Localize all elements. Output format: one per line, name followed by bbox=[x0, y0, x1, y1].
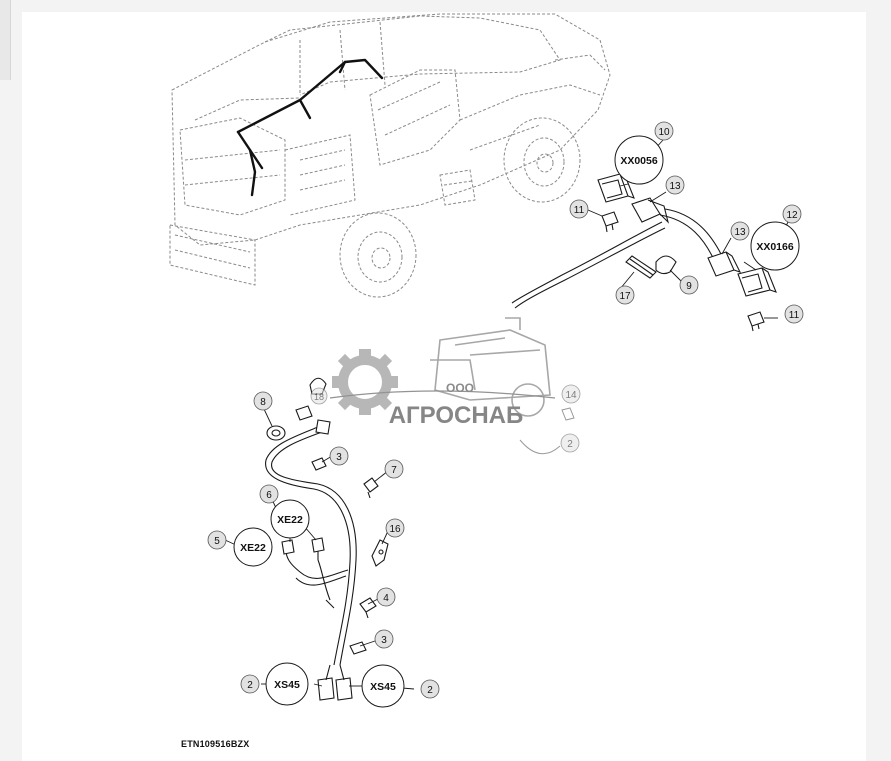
badge-2-ghost: 2 bbox=[560, 433, 580, 453]
callout-xx0056-code: XX0056 bbox=[620, 155, 658, 167]
combine-harness-route bbox=[236, 58, 384, 197]
svg-text:5: 5 bbox=[214, 536, 220, 547]
ghost-parts bbox=[519, 407, 575, 455]
svg-text:10: 10 bbox=[658, 127, 670, 138]
svg-text:9: 9 bbox=[686, 281, 692, 292]
svg-text:14: 14 bbox=[565, 390, 577, 401]
figure-id: ETN109516BZX bbox=[181, 739, 250, 749]
right-harness-assembly bbox=[511, 173, 777, 332]
badge-2-left: 2 bbox=[240, 674, 260, 694]
front-wheel bbox=[339, 212, 417, 298]
svg-text:2: 2 bbox=[427, 685, 433, 696]
callout-xe22-b: XE22 bbox=[233, 527, 273, 567]
badge-10: 10 bbox=[654, 121, 674, 141]
badge-13-upper: 13 bbox=[665, 175, 685, 195]
badge-18: 18 bbox=[310, 387, 328, 405]
svg-text:3: 3 bbox=[381, 635, 387, 646]
callout-xx0166: XX0166 bbox=[750, 221, 800, 271]
window-edge-strip bbox=[0, 0, 11, 80]
svg-text:8: 8 bbox=[260, 397, 266, 408]
svg-text:3: 3 bbox=[336, 452, 342, 463]
svg-text:6: 6 bbox=[266, 490, 272, 501]
callout-xs45-b: XS45 bbox=[361, 664, 405, 708]
badge-12: 12 bbox=[782, 204, 802, 224]
badge-3-lower: 3 bbox=[374, 629, 394, 649]
badge-17: 17 bbox=[615, 285, 635, 305]
svg-text:11: 11 bbox=[789, 310, 800, 321]
callout-xs45-b-code: XS45 bbox=[370, 681, 396, 693]
callout-xs45-a-code: XS45 bbox=[274, 679, 300, 691]
badge-11-upper: 11 bbox=[569, 199, 589, 219]
badge-7: 7 bbox=[384, 459, 404, 479]
badge-6: 6 bbox=[259, 484, 279, 504]
part-number-badges: 10 12 6 5 2 2 13 13 11 11 9 17 8 3 7 bbox=[207, 121, 804, 699]
callout-xx0056: XX0056 bbox=[614, 135, 664, 185]
svg-text:2: 2 bbox=[247, 680, 253, 691]
svg-text:12: 12 bbox=[786, 210, 798, 221]
badge-5: 5 bbox=[207, 530, 227, 550]
watermark-prefix: ООО bbox=[446, 381, 474, 395]
svg-text:16: 16 bbox=[389, 524, 401, 535]
svg-text:13: 13 bbox=[734, 227, 746, 238]
diagram-sheet bbox=[22, 12, 866, 761]
badge-3-upper: 3 bbox=[329, 446, 349, 466]
callout-xe22-b-code: XE22 bbox=[240, 542, 266, 554]
rear-wheel bbox=[503, 117, 581, 203]
svg-text:7: 7 bbox=[391, 465, 397, 476]
badge-13-lower: 13 bbox=[730, 221, 750, 241]
svg-text:13: 13 bbox=[669, 181, 681, 192]
callout-xs45-a: XS45 bbox=[265, 662, 309, 706]
combine-harvester-illustration bbox=[169, 13, 611, 286]
callout-xe22-a-code: XE22 bbox=[277, 514, 303, 526]
svg-text:17: 17 bbox=[619, 291, 631, 302]
watermark-company-name: АГРОСНАБ bbox=[389, 402, 524, 429]
svg-text:4: 4 bbox=[383, 593, 389, 604]
callout-xx0166-code: XX0166 bbox=[756, 241, 794, 253]
badge-11-lower: 11 bbox=[784, 304, 804, 324]
lower-harness-assembly bbox=[265, 377, 389, 701]
badge-8: 8 bbox=[253, 391, 273, 411]
svg-text:11: 11 bbox=[574, 205, 585, 216]
svg-text:2: 2 bbox=[567, 439, 573, 450]
svg-text:18: 18 bbox=[314, 392, 324, 402]
badge-9: 9 bbox=[679, 275, 699, 295]
badge-4: 4 bbox=[376, 587, 396, 607]
watermark-logo: ООО АГРОСНАБ bbox=[329, 317, 556, 429]
badge-14: 14 bbox=[561, 384, 581, 404]
badge-16: 16 bbox=[385, 518, 405, 538]
badge-2-right: 2 bbox=[420, 679, 440, 699]
callout-xe22-a: XE22 bbox=[270, 499, 310, 539]
